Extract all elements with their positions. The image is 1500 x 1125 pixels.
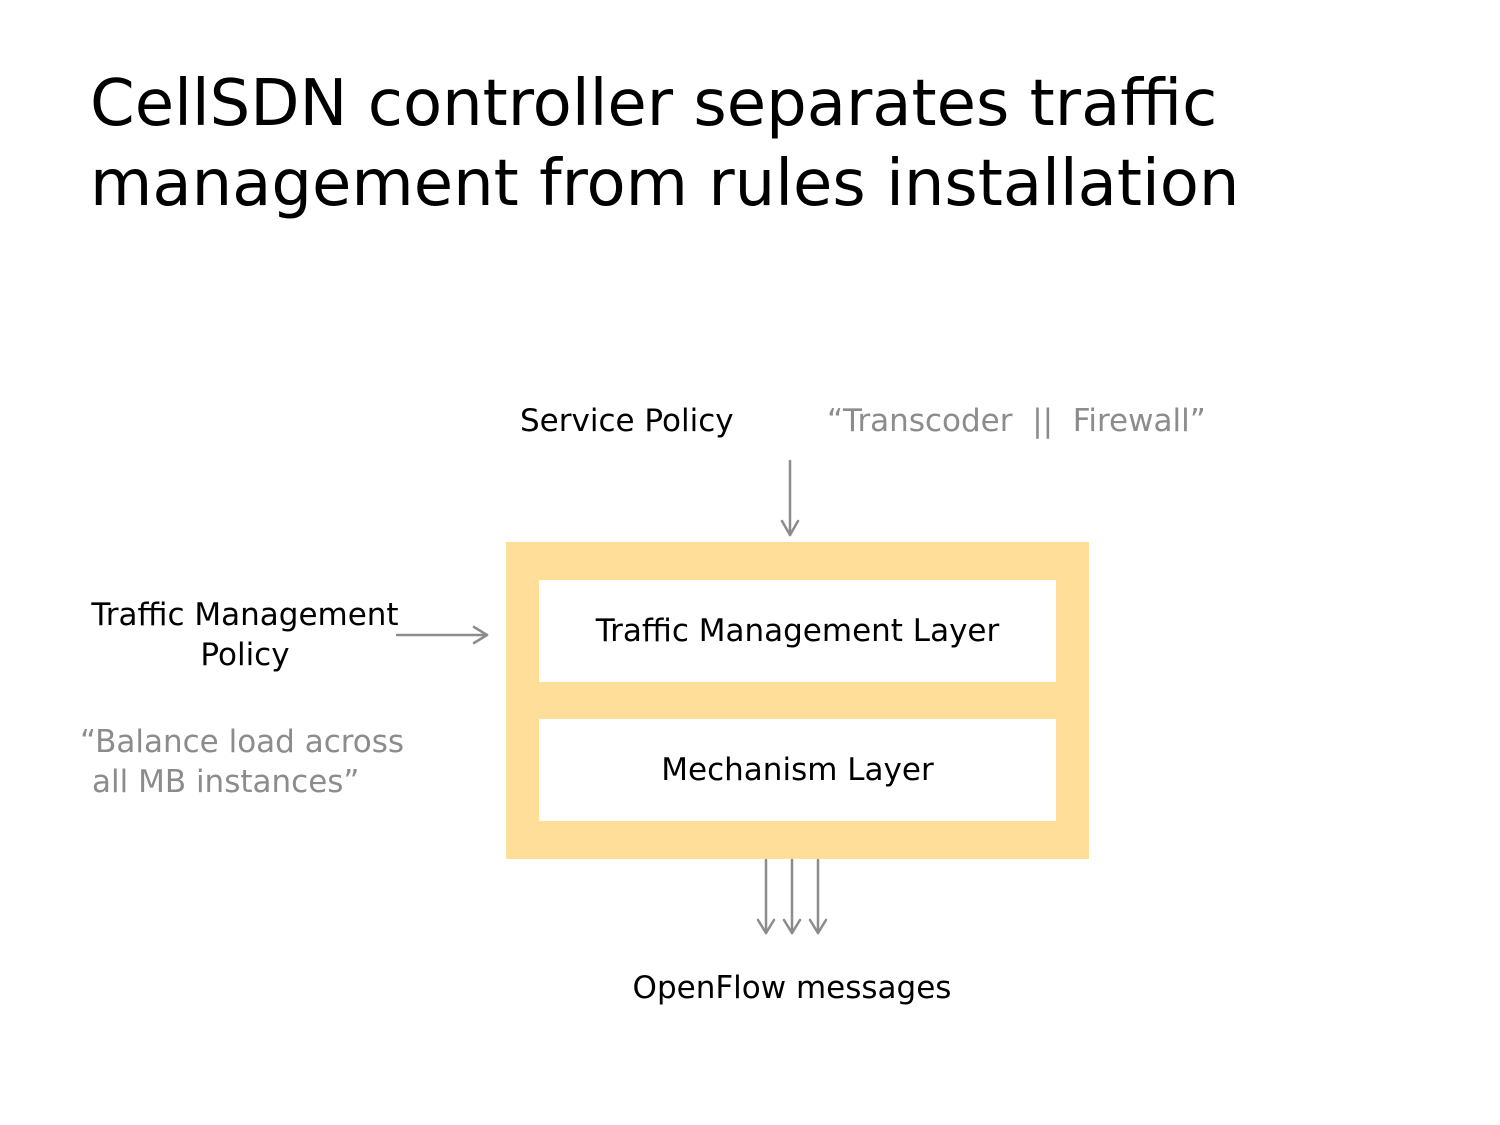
title-line-2: management from rules installation xyxy=(90,147,1240,221)
openflow-arrow-3 xyxy=(808,858,828,935)
traffic-policy-arrow xyxy=(395,625,489,645)
traffic-policy-label-line-2: Policy xyxy=(200,637,290,673)
cellsdn-controller: Traffic Management Layer Mechanism Layer xyxy=(506,542,1089,859)
traffic-policy-example-line-1: “Balance load across xyxy=(80,724,405,760)
traffic-management-policy-label: Traffic Management Policy xyxy=(80,595,410,675)
openflow-arrow-1 xyxy=(756,858,776,935)
openflow-messages-label: OpenFlow messages xyxy=(632,970,952,1006)
traffic-policy-example: “Balance load across all MB instances” xyxy=(80,722,404,802)
service-policy-label: Service Policy xyxy=(520,403,734,439)
traffic-policy-label-line-1: Traffic Management xyxy=(91,597,399,633)
service-policy-example: “Transcoder || Firewall” xyxy=(827,403,1206,439)
slide-title: CellSDN controller separates traffic man… xyxy=(90,64,1430,224)
traffic-management-layer: Traffic Management Layer xyxy=(539,580,1056,682)
title-line-1: CellSDN controller separates traffic xyxy=(90,67,1218,141)
service-policy-arrow xyxy=(780,459,800,537)
openflow-arrow-2 xyxy=(782,858,802,935)
mechanism-layer: Mechanism Layer xyxy=(539,719,1056,821)
traffic-policy-example-line-2: all MB instances” xyxy=(92,764,360,800)
